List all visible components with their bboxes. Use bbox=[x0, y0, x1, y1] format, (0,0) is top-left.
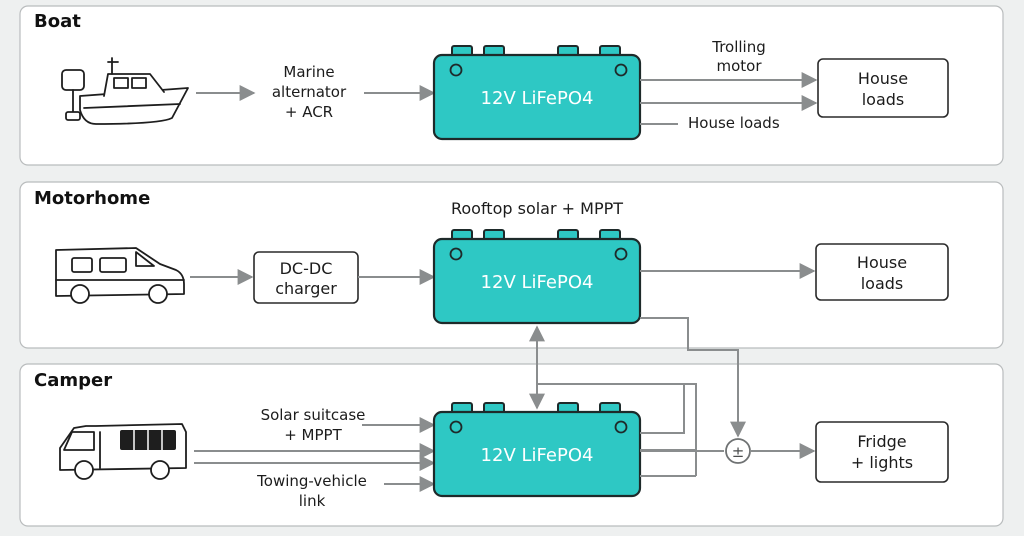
camper-battery-label: 12V LiFePO4 bbox=[481, 445, 594, 466]
boat-load-label-l1: House bbox=[858, 69, 908, 88]
boat-load-box bbox=[817, 58, 949, 118]
boat-battery-label: 12V LiFePO4 bbox=[481, 88, 594, 109]
boat-input-label-l1: Marine bbox=[283, 63, 334, 81]
motorhome-load-box bbox=[815, 243, 949, 301]
motorhome-charger-label-l2: charger bbox=[275, 279, 337, 298]
boat-out1-label-l2: motor bbox=[716, 57, 762, 75]
boat-input-label-l2: alternator bbox=[272, 83, 347, 101]
camper-load-label-l1: Fridge bbox=[857, 432, 906, 451]
motorhome-battery-label: 12V LiFePO4 bbox=[481, 272, 594, 293]
boat-load-label-l2: loads bbox=[862, 90, 905, 109]
junction-icon: ± bbox=[725, 438, 751, 464]
boat-out1-label-l1: Trolling bbox=[711, 38, 766, 56]
motorhome-battery: 12V LiFePO4 bbox=[432, 228, 642, 325]
boat-title: Boat bbox=[34, 11, 81, 32]
camper-load-label-l2: + lights bbox=[851, 453, 913, 472]
motorhome-charger-label-l1: DC-DC bbox=[280, 259, 333, 278]
camper-load-box bbox=[815, 421, 949, 483]
camper-van-icon bbox=[59, 423, 187, 480]
motorhome-solar-label: Rooftop solar + MPPT bbox=[451, 199, 623, 218]
boat-out2-label: House loads bbox=[688, 114, 780, 132]
boat-icon bbox=[61, 57, 189, 125]
motorhome-load-label-l2: loads bbox=[861, 274, 904, 293]
camper-in1-label-l2: + MPPT bbox=[284, 426, 342, 444]
boat-battery: 12V LiFePO4 bbox=[432, 44, 642, 141]
motorhome-title: Motorhome bbox=[34, 188, 150, 209]
camper-loop-line-1 bbox=[537, 383, 685, 434]
camper-in1-label-l1: Solar suitcase bbox=[261, 406, 366, 424]
motorhome-to-junction-line bbox=[640, 317, 746, 438]
camper-in2-label-l1: Towing-vehicle bbox=[256, 472, 367, 490]
motorhome-load-label-l1: House bbox=[857, 253, 907, 272]
boat-input-label-l3: + ACR bbox=[285, 103, 333, 121]
junction-symbol: ± bbox=[732, 443, 745, 461]
camper-title: Camper bbox=[34, 370, 112, 391]
motorhome-van-icon bbox=[55, 247, 185, 304]
camper-in2-label-l2: link bbox=[299, 492, 326, 510]
camper-battery: 12V LiFePO4 bbox=[432, 401, 642, 498]
